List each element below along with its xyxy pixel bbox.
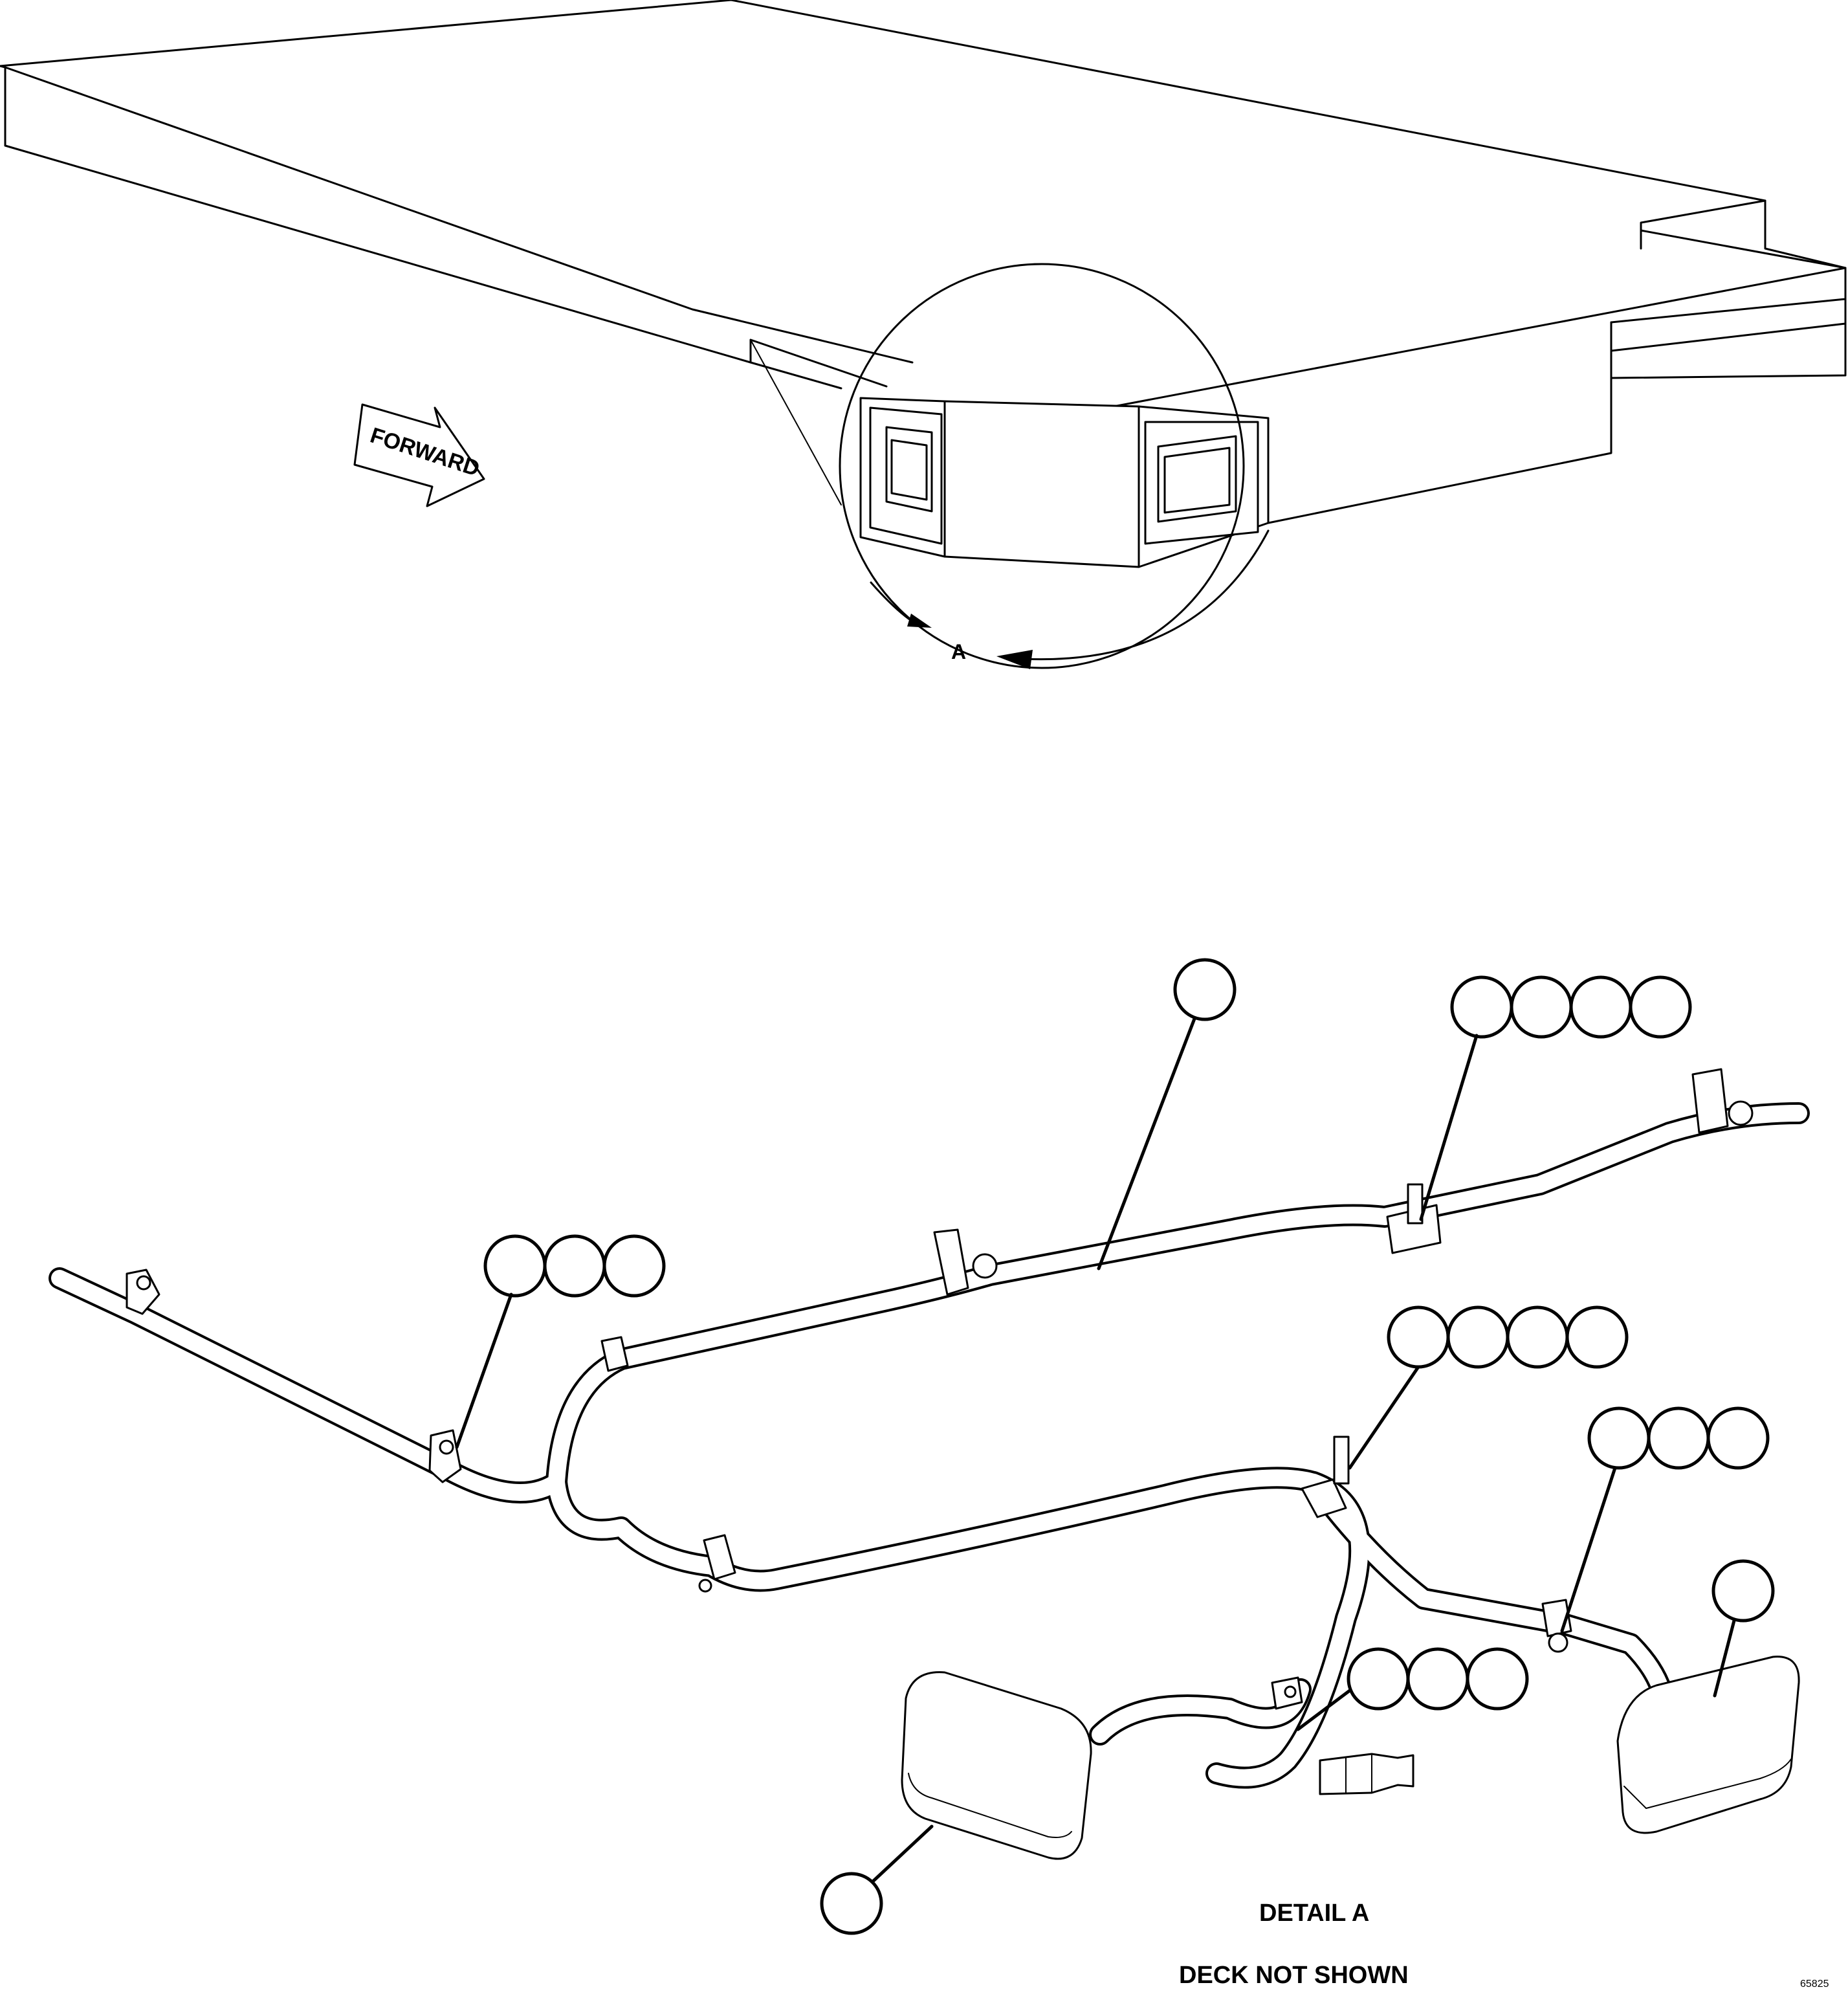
left-lamp	[901, 1671, 1092, 1860]
right-lamp	[1616, 1656, 1800, 1834]
harness-clamps	[126, 1068, 1754, 1795]
deck-outline	[0, 0, 1847, 524]
callout-left-lamp	[820, 1824, 934, 1935]
callout-group-lower	[1296, 1647, 1529, 1731]
callout-group-right	[1560, 1406, 1770, 1633]
detail-circle	[750, 263, 1245, 669]
callout-group-mid-right	[1348, 1305, 1629, 1470]
figure-code: 65825	[1800, 1979, 1829, 1990]
callout-group-top-right	[1419, 975, 1692, 1221]
deck-note: DECK NOT SHOWN	[1179, 1962, 1409, 1989]
callout-group-top	[1097, 958, 1237, 1270]
callout-group-left	[455, 1234, 666, 1449]
detail-arrows	[870, 529, 1270, 669]
callout-right-lamp	[1711, 1559, 1775, 1698]
detail-caption: DETAIL A	[1259, 1900, 1369, 1927]
detail-marker-label: A	[951, 640, 966, 663]
bumper-corner	[859, 397, 1270, 568]
forward-arrow: FORWARD	[353, 403, 485, 507]
